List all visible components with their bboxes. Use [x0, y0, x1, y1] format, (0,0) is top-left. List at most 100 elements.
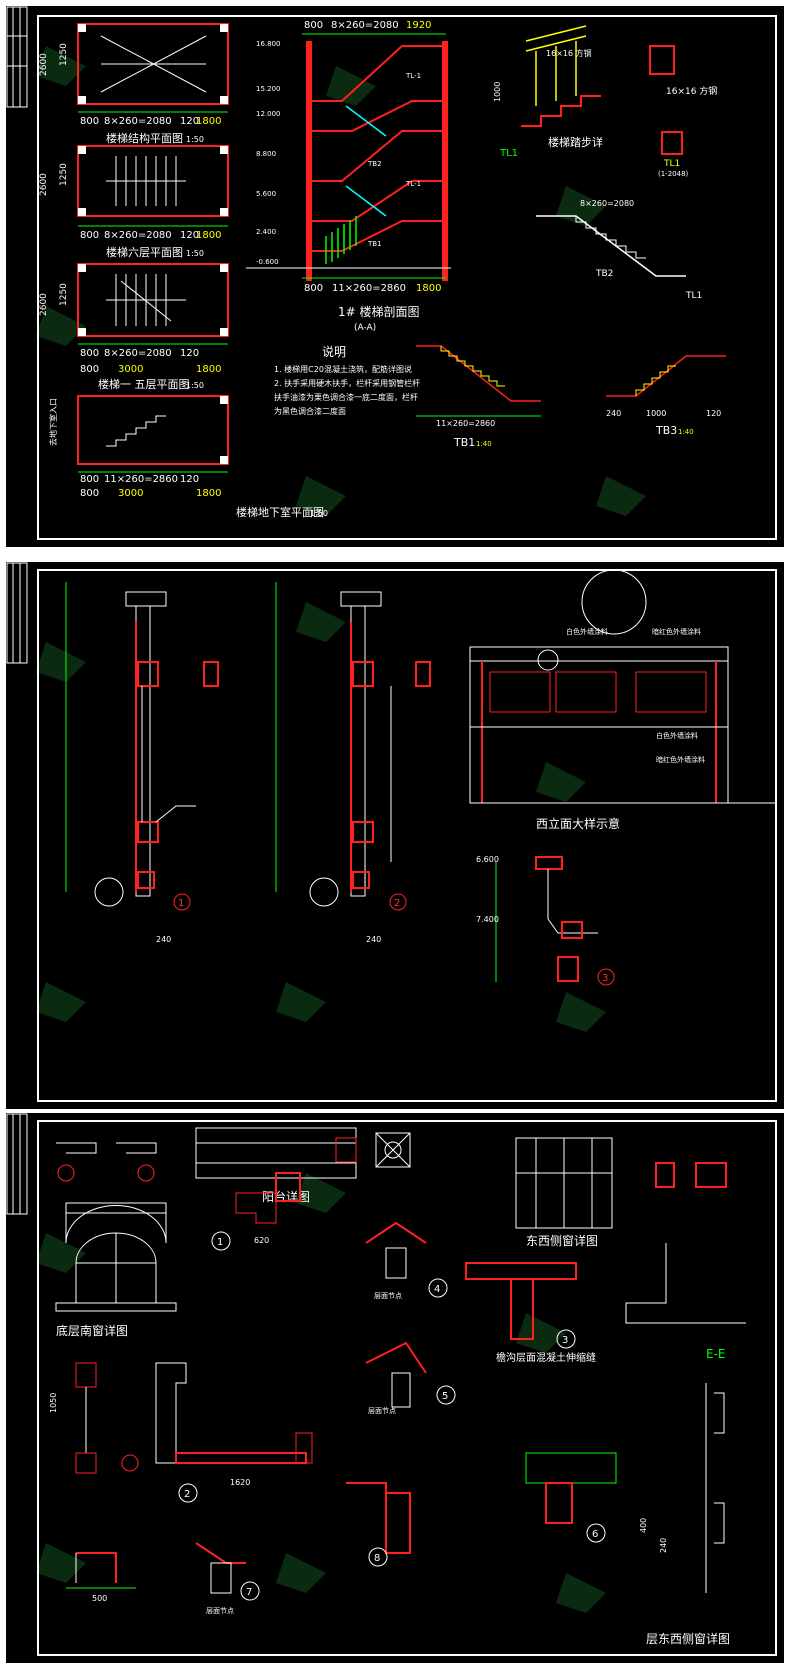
detail-label: TL1	[499, 148, 518, 159]
dim-label: 620	[254, 1236, 269, 1245]
small-details-top	[56, 1142, 157, 1182]
facade-title: 西立面大样示意	[536, 816, 620, 831]
side-window-section: 400 240 层东西侧窗详图	[639, 1383, 730, 1646]
scale-label: 1:50	[186, 249, 204, 258]
notes-title: 说明	[322, 344, 346, 359]
drawing-frame	[37, 15, 777, 540]
scale-label: 1:50	[310, 509, 328, 518]
level-label: 8.800	[256, 150, 276, 158]
dim-label: 1050	[49, 1393, 58, 1413]
drawing-sheet-wall-sections: 1 240 2 240 白色外墙涂料 暗红色外墙涂料 白色外墙涂料 暗红色外墙涂…	[6, 562, 784, 1109]
level-label: 5.600	[256, 190, 276, 198]
drawing-sheet-stairs: 800 8×260=2080 120 1800 2600 1250 楼梯结构平面…	[6, 6, 784, 547]
title-block	[6, 1113, 28, 1215]
node-label: 层面节点	[368, 1407, 396, 1415]
level-label: 2.400	[256, 228, 276, 236]
dim-label: 1250	[59, 283, 69, 306]
slab-label: TB3	[655, 424, 677, 437]
note-line: 2. 扶手采用硬木扶手，栏杆采用钢管栏杆	[274, 378, 420, 388]
detail-label: 1000	[493, 82, 502, 102]
detail-marker: 7	[246, 1587, 252, 1598]
detail-marker: 4	[434, 1284, 440, 1295]
dim-label: 240	[659, 1538, 668, 1553]
dim-label: 2600	[39, 53, 49, 76]
dim-label: 8×260=2080	[104, 348, 172, 359]
south-window-detail: 底层南窗详图	[55, 1202, 177, 1338]
slab-label: TB2	[595, 269, 613, 279]
dim-label: 2600	[39, 173, 49, 196]
detail-drawing-canvas: 阳台详图 东西侧窗详图 E-E 底层南窗详图 620 1	[6, 1113, 777, 1656]
note-line: 为黑色调合漆二度面	[274, 406, 346, 416]
level-label: 16.800	[256, 40, 281, 48]
roof-node-detail-7: 7 层面节点	[195, 1542, 260, 1615]
dim-label: 240	[366, 935, 381, 944]
parapet-detail-6: 6	[525, 1452, 617, 1543]
dim-label: 8×260=2080	[331, 20, 399, 31]
stair-drawing-canvas: 800 8×260=2080 120 1800 2600 1250 楼梯结构平面…	[6, 6, 777, 540]
canopy-frame-detail: 500	[66, 1552, 136, 1603]
scale-label: 1:40	[476, 440, 492, 448]
plan-title: 楼梯地下室平面图	[236, 505, 324, 519]
stair-slab-tb1: 11×260=2860 TB1 1:40	[416, 345, 541, 449]
dim-label: 1620	[230, 1478, 250, 1487]
section-title: 1# 楼梯剖面图	[338, 304, 420, 319]
material-label: 暗红色外墙涂料	[656, 755, 705, 764]
member-label: TB2	[367, 160, 382, 168]
slab-label: TL1	[685, 291, 702, 301]
dim-label: 1800	[196, 488, 221, 499]
detail-title: 东西侧窗详图	[526, 1233, 598, 1248]
dim-label: 11×260=2860	[332, 283, 406, 294]
material-label: 白色外墙涂料	[566, 627, 608, 636]
dim-label: 1800	[416, 283, 441, 294]
detail-marker: 1	[178, 898, 184, 909]
section-subtitle: (A-A)	[354, 323, 376, 333]
drawing-frame	[37, 1120, 777, 1656]
lower-left-details: 1050 1620 2	[49, 1362, 313, 1503]
detail-marker: 3	[562, 1335, 568, 1346]
dim-label: 1000	[646, 409, 666, 418]
stair-plan-first-fifth-floor: 800 8×260=2080 120 800 3000 1800 2600 12…	[39, 263, 229, 391]
roof-expansion-joint: 3 檐沟层面混凝土伸缩缝	[465, 1262, 596, 1364]
detail-marker: 2	[394, 898, 400, 909]
member-label: TB1	[367, 240, 382, 248]
detail-label: 16×16 方钢	[666, 85, 717, 97]
dim-label: 120	[180, 348, 199, 359]
dim-label: 400	[639, 1518, 648, 1533]
dim-label: 800	[80, 364, 99, 375]
node-label: 层面节点	[206, 1607, 234, 1615]
note-label: 去地下室入口	[48, 398, 58, 446]
level-label: 12.000	[256, 110, 281, 118]
member-label: TL-1	[405, 72, 421, 80]
wall-section-1: 1 240	[65, 582, 219, 944]
scale-label: 1:50	[186, 135, 204, 144]
ornament-detail	[375, 1132, 411, 1168]
material-label: 暗红色外墙涂料	[652, 627, 701, 636]
dim-label: 120	[706, 409, 721, 418]
stair-plan-basement: 800 11×260=2860 120 800 3000 1800 去地下室入口…	[48, 395, 328, 519]
dim-label: 500	[92, 1594, 107, 1603]
section-label: E-E	[706, 1347, 726, 1361]
plan-title: 楼梯一 五层平面图	[98, 377, 190, 391]
dim-label: 800	[80, 474, 99, 485]
dim-label: 8×260=2080	[104, 116, 172, 127]
tl1-sub: (1-2048)	[658, 170, 689, 178]
west-facade-detail: 白色外墙涂料 暗红色外墙涂料 白色外墙涂料 暗红色外墙涂料 西立面大样示意	[469, 569, 776, 831]
title-block	[6, 6, 28, 108]
detail-title: 檐沟层面混凝土伸缩缝	[496, 1351, 596, 1364]
dim-label: 800	[304, 20, 323, 31]
plan-title: 楼梯六层平面图	[106, 245, 183, 259]
dim-label: 800	[80, 488, 99, 499]
dim-label: 8×260=2080	[580, 199, 634, 208]
east-window-detail: 东西侧窗详图	[515, 1137, 613, 1248]
dim-label: 240	[156, 935, 171, 944]
stair-slab-tb3: 240 1000 120 TB3 1:40	[606, 355, 726, 437]
detail-marker: 8	[374, 1553, 380, 1564]
dim-label: 11×260=2860	[436, 419, 495, 428]
stair-plan-structure: 800 8×260=2080 120 1800 2600 1250 楼梯结构平面…	[39, 23, 229, 145]
dim-label: 3000	[118, 488, 143, 499]
dim-label: 11×260=2860	[104, 474, 178, 485]
tl1-label: TL1	[663, 159, 680, 169]
material-label: 白色外墙涂料	[656, 731, 698, 740]
stair-plan-sixth-floor: 800 8×260=2080 120 1800 2600 1250 楼梯六层平面…	[39, 145, 229, 259]
plan-title: 楼梯结构平面图	[106, 131, 183, 145]
